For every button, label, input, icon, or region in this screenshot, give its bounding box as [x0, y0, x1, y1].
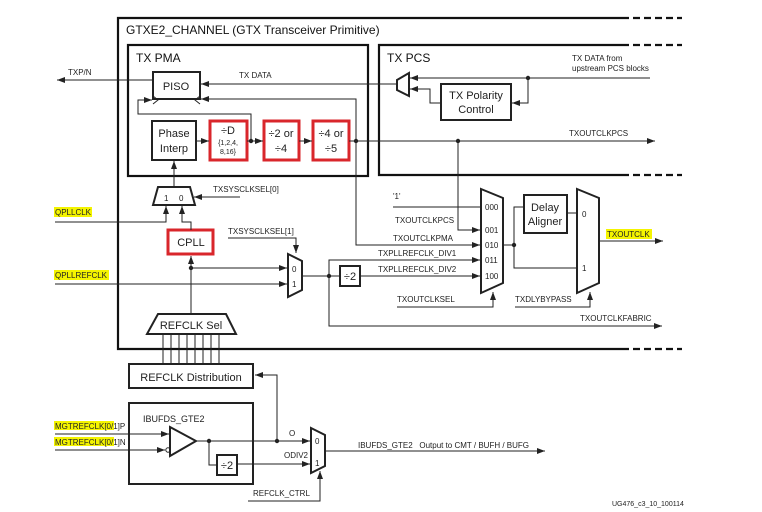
refclk-distribution-label: REFCLK Distribution	[140, 372, 241, 384]
txsysclksel0-label: TXSYSCLKSEL[0]	[213, 185, 279, 194]
txsysclksel0-mux	[151, 186, 197, 206]
mgtrefclk-p-label: MGTREFCLK[0/1]P	[55, 422, 125, 431]
ibufds-output-label: IBUFDS_GTE2 Output to CMT / BUFH / BUFG	[358, 441, 529, 450]
div-2-or-4-block: ÷2 or ÷4	[262, 119, 301, 162]
odiv2-label: ODIV2	[284, 451, 309, 460]
txdlybypass-mux	[576, 187, 600, 295]
svg-text:{1,2,4,: {1,2,4,	[218, 140, 238, 147]
svg-text:000: 000	[485, 203, 499, 212]
cpll-label: CPLL	[177, 237, 205, 249]
svg-text:001: 001	[485, 226, 499, 235]
div-4-or-5-block: ÷4 or ÷5	[311, 119, 351, 162]
svg-text:÷2 or: ÷2 or	[269, 128, 294, 140]
one-label: '1'	[393, 192, 401, 201]
txoutclk-label: TXOUTCLK	[607, 230, 650, 239]
tx-polarity-control-block: TX Polarity Control	[440, 83, 512, 121]
svg-text:1: 1	[315, 459, 320, 468]
tx-pma-frame	[126, 43, 370, 178]
svg-text:0: 0	[582, 210, 587, 219]
piso-block: PISO	[152, 71, 201, 105]
txoutclksel-mux	[480, 187, 504, 295]
refclk-ctrl-label: REFCLK_CTRL	[253, 489, 310, 498]
svg-text:011: 011	[485, 256, 498, 265]
mgtrefclk-n-label: MGTREFCLK[0/1]N	[55, 438, 126, 447]
svg-text:0: 0	[315, 437, 320, 446]
div-d-block: ÷D {1,2,4, 8,16}	[208, 119, 249, 162]
svg-text:÷4 or: ÷4 or	[319, 128, 344, 140]
odiv2-divider-block	[216, 454, 238, 476]
txdlybypass-label: TXDLYBYPASS	[515, 295, 572, 304]
svg-text:1: 1	[582, 264, 587, 273]
ibufds-label: IBUFDS_GTE2	[143, 414, 205, 424]
svg-text:÷4: ÷4	[275, 143, 287, 155]
svg-text:Delay: Delay	[531, 202, 560, 214]
svg-text:Phase: Phase	[158, 128, 189, 140]
svg-text:Control: Control	[458, 104, 493, 116]
svg-text:Aligner: Aligner	[528, 216, 563, 228]
tx-data-from-label: TX DATA from	[572, 54, 623, 63]
svg-text:0: 0	[292, 265, 297, 274]
txpn-label: TXP/N	[68, 68, 92, 77]
txpllrefclk-div2-label: TXPLLREFCLK_DIV2	[378, 265, 457, 274]
tx-pcs-mux	[396, 71, 410, 98]
figure-id: UG476_c3_10_100114	[612, 501, 684, 508]
txpllrefclk-div1-label: TXPLLREFCLK_DIV1	[378, 249, 457, 258]
txsysclksel1-mux	[287, 252, 303, 299]
refclk-sel-label: REFCLK Sel	[160, 320, 222, 332]
qpllrefclk-label: QPLLREFCLK	[55, 271, 108, 280]
svg-text:÷D: ÷D	[221, 125, 235, 137]
tx-pcs-label: TX PCS	[387, 51, 430, 65]
txsysclksel1-label: TXSYSCLKSEL[1]	[228, 227, 294, 236]
tx-pcs-frame	[377, 43, 622, 177]
refclk-sel-mux	[145, 313, 238, 335]
svg-text:1: 1	[292, 280, 297, 289]
svg-text:1: 1	[164, 194, 169, 203]
txoutclkpma-label: TXOUTCLKPMA	[393, 234, 454, 243]
gtxe2-channel-frame	[116, 16, 682, 351]
txoutclksel-label: TXOUTCLKSEL	[397, 295, 455, 304]
svg-text:Interp: Interp	[160, 143, 188, 155]
svg-text:8,16}: 8,16}	[220, 149, 237, 156]
svg-text:0: 0	[179, 194, 184, 203]
refclk-distribution-block	[128, 363, 254, 389]
txoutclkfabric-label: TXOUTCLKFABRIC	[580, 314, 652, 323]
channel-title: GTXE2_CHANNEL (GTX Transceiver Primitive…	[126, 23, 380, 37]
svg-text:÷5: ÷5	[325, 143, 337, 155]
tx-pma-label: TX PMA	[136, 51, 181, 65]
svg-text:÷2: ÷2	[344, 271, 356, 283]
txoutclkpcs-in-label: TXOUTCLKPCS	[395, 216, 454, 225]
o-label: O	[289, 429, 295, 438]
qpllclk-label: QPLLCLK	[55, 208, 92, 217]
svg-text:TX Polarity: TX Polarity	[449, 90, 503, 102]
piso-label: PISO	[163, 81, 190, 93]
buffer-icon	[169, 425, 199, 458]
refclk-ctrl-mux	[310, 426, 326, 475]
svg-text:010: 010	[485, 241, 499, 250]
txoutclkpcs-label: TXOUTCLKPCS	[569, 129, 628, 138]
svg-text:100: 100	[485, 272, 499, 281]
tx-data-label: TX DATA	[239, 71, 272, 80]
svg-text:÷2: ÷2	[221, 460, 233, 472]
delay-aligner-block: Delay Aligner	[523, 194, 568, 234]
svg-text:upstream PCS blocks: upstream PCS blocks	[572, 64, 649, 73]
phase-interp-block: Phase Interp	[151, 120, 197, 161]
